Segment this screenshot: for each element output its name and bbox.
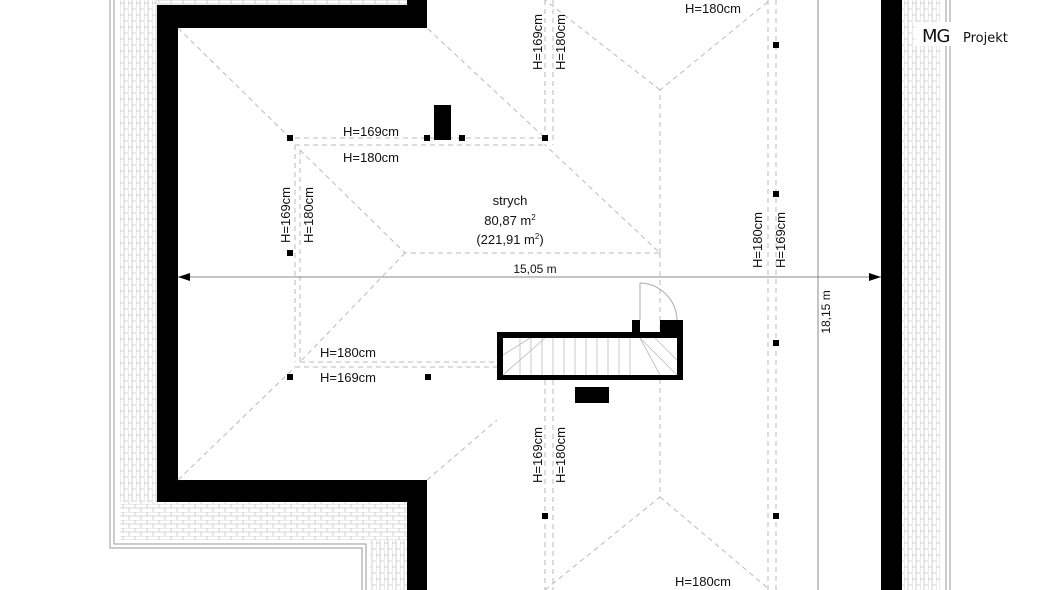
- height-label: H=180cm: [750, 212, 765, 268]
- svg-text:Projekt: Projekt: [963, 31, 1008, 46]
- svg-text:MG: MG: [922, 26, 950, 47]
- height-label: H=180cm: [553, 14, 568, 70]
- insulation-top: [157, 0, 407, 5]
- roof-lines: [177, 0, 777, 590]
- height-label: H=169cm: [278, 187, 293, 243]
- insulation-right: [902, 0, 951, 590]
- room-area-total: (221,91 m2): [476, 232, 543, 247]
- insulation-bottom: [120, 502, 407, 590]
- height-label-top-edge: H=180cm: [685, 1, 741, 16]
- height-label: H=169cm: [530, 14, 545, 70]
- room-area: 80,87 m2: [484, 213, 536, 228]
- dimension-depth: 18,15 m: [817, 0, 833, 590]
- staircase[interactable]: [497, 282, 683, 380]
- chimney-top: [434, 105, 451, 140]
- chimney-bottom: [575, 387, 609, 403]
- room-name: strych: [493, 193, 528, 208]
- height-label: H=169cm: [773, 212, 788, 268]
- height-label: H=180cm: [343, 150, 399, 165]
- height-label-bottom-edge: H=180cm: [675, 574, 731, 589]
- height-markers: [287, 42, 779, 519]
- height-label: H=169cm: [530, 427, 545, 483]
- height-label: H=180cm: [301, 187, 316, 243]
- insulation-left: [109, 0, 367, 590]
- height-label: H=169cm: [320, 370, 376, 385]
- dimension-width: 15,05 m: [178, 262, 881, 281]
- height-label: H=169cm: [343, 124, 399, 139]
- room-label: strych 80,87 m2 (221,91 m2): [476, 193, 543, 247]
- height-label: H=180cm: [553, 427, 568, 483]
- mg-projekt-logo: MG Projekt: [915, 22, 1033, 47]
- height-label: H=180cm: [320, 345, 376, 360]
- depth-label: 18,15 m: [819, 290, 833, 333]
- walls: [157, 0, 902, 590]
- width-label: 15,05 m: [513, 262, 556, 276]
